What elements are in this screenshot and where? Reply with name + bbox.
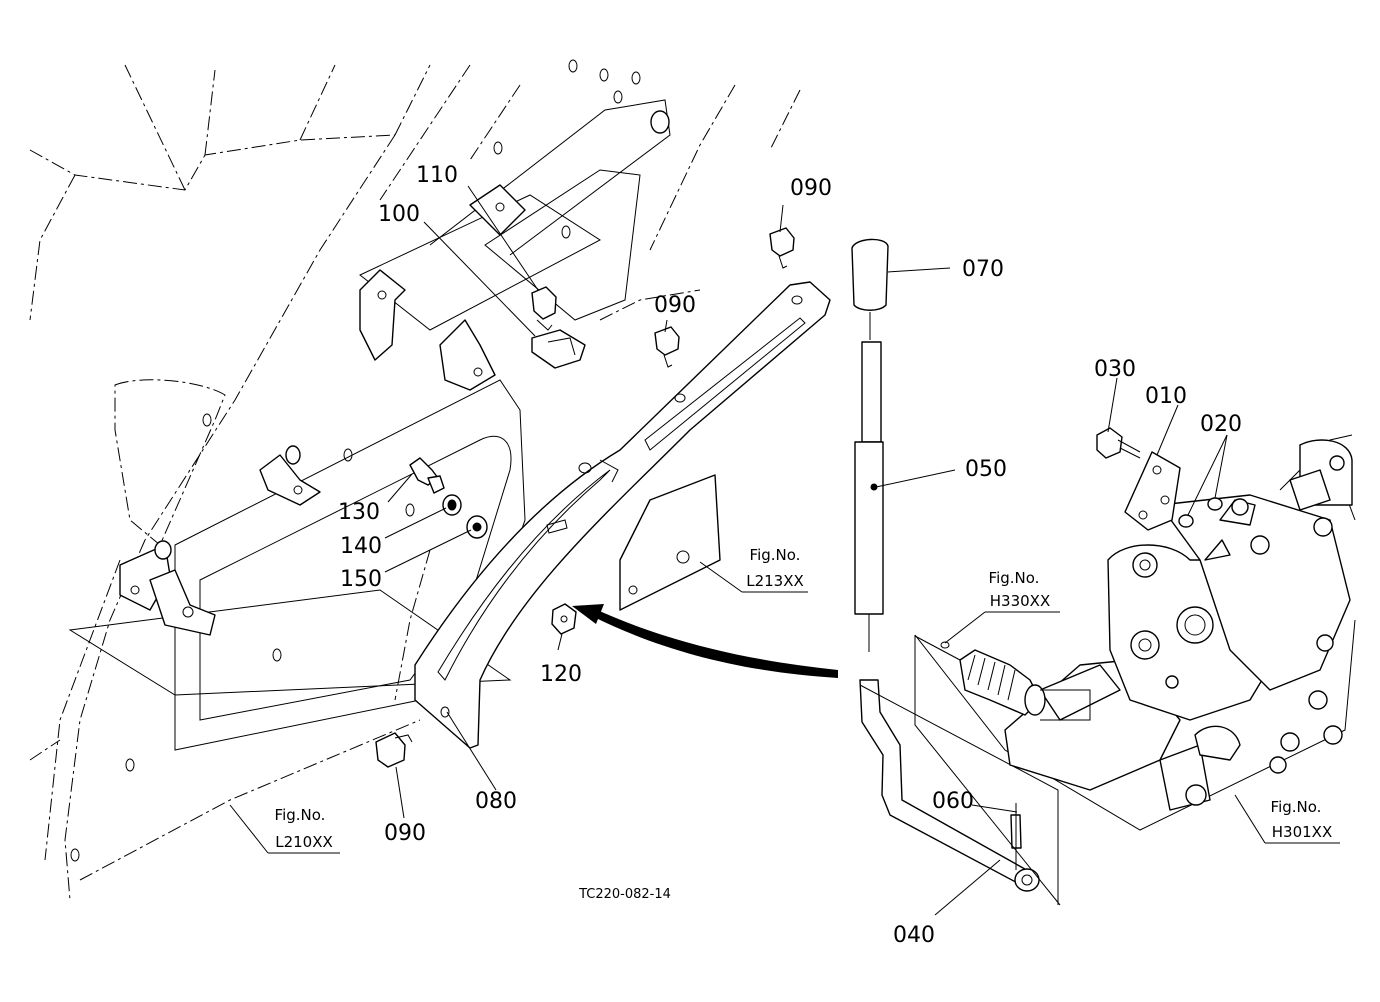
label-090-upper: 090 [790,176,832,201]
pin-060 [1010,803,1022,870]
label-090-lower: 090 [384,821,426,846]
figref-l213-code: L213XX [746,572,804,590]
bolt-030 [1096,427,1141,459]
lever-upper [854,341,884,652]
label-050: 050 [965,457,1007,482]
figref-h330-code: H330XX [990,592,1050,610]
drawing-code: TC220-082-14 [578,887,671,902]
phantom-mount-plate [68,59,671,862]
cover-plate-010 [1124,451,1181,531]
knob-part [409,457,445,494]
label-120: 120 [540,662,582,687]
label-090-middle: 090 [654,293,696,318]
guide-plate [414,281,831,749]
figref-l210-label: Fig.No. [275,806,326,824]
bolt-lower-left [375,732,413,768]
washer-140 [442,494,462,516]
phantom-transmission [859,434,1356,906]
label-130: 130 [338,500,380,525]
figref-h330-label: Fig.No. [989,569,1040,587]
leader-lines [229,185,1340,916]
nut-120 [551,603,577,635]
label-080: 080 [475,789,517,814]
phantom-panel-l213 [619,474,721,611]
plate-brackets [119,110,670,636]
figref-l210-code: L210XX [275,833,333,851]
figref-h301-code: H301XX [1272,823,1332,841]
bolt-middle [654,326,680,368]
label-040: 040 [893,923,935,948]
figref-h301-label: Fig.No. [1271,798,1322,816]
switch-part [531,286,586,369]
label-150: 150 [340,567,382,592]
label-020: 020 [1200,412,1242,437]
label-070: 070 [962,257,1004,282]
phantom-shaft-h330 [914,635,1091,721]
label-140: 140 [340,534,382,559]
label-100: 100 [378,202,420,227]
assembly-arrow [572,604,838,678]
label-060: 060 [932,789,974,814]
phantom-body-outline [29,64,801,901]
shift-rod [859,679,1040,892]
label-110: 110 [416,163,458,188]
washer-150 [466,515,488,539]
label-030: 030 [1094,357,1136,382]
label-010: 010 [1145,384,1187,409]
bolt-upper-right [769,227,795,269]
figref-l213-label: Fig.No. [750,546,801,564]
lever-grip [851,238,889,340]
